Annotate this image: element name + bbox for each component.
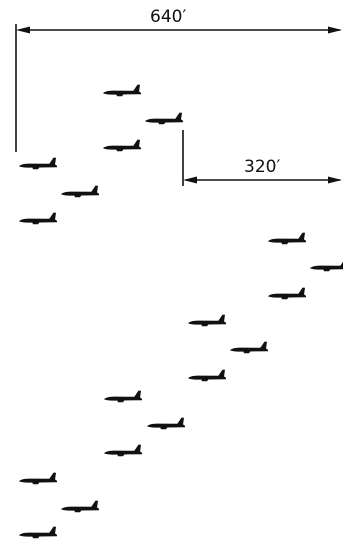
aircraft-icon	[19, 526, 57, 539]
arrowhead-left-640	[16, 26, 30, 34]
aircraft-formation	[19, 84, 343, 539]
aircraft-icon	[61, 185, 99, 198]
aircraft-icon	[310, 259, 343, 272]
dimension-640: 640′	[15, 7, 342, 152]
aircraft-icon	[104, 390, 142, 403]
aircraft-icon	[19, 157, 57, 170]
dimension-320: 320′	[182, 130, 342, 186]
aircraft-icon	[61, 500, 99, 513]
aircraft-icon	[147, 417, 185, 430]
arrowhead-right-320	[328, 176, 342, 184]
aircraft-icon	[268, 287, 306, 300]
dimension-label-640: 640′	[150, 7, 186, 27]
arrowhead-left-320	[183, 176, 197, 184]
aircraft-icon	[103, 139, 141, 152]
aircraft-icon	[19, 472, 57, 485]
aircraft-icon	[188, 369, 226, 382]
aircraft-icon	[145, 112, 183, 125]
aircraft-icon	[188, 314, 226, 327]
aircraft-icon	[268, 232, 306, 245]
arrowhead-right-640	[328, 26, 342, 34]
aircraft-icon	[103, 84, 141, 97]
dimension-label-320: 320′	[244, 157, 280, 177]
aircraft-icon	[230, 341, 268, 354]
aircraft-icon	[104, 444, 142, 457]
aircraft-icon	[19, 212, 57, 225]
